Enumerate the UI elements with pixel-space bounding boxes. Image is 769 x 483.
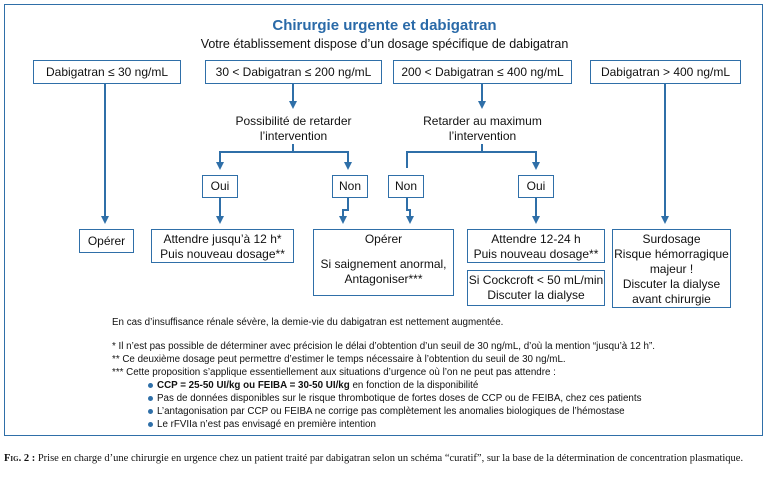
decision-retarder-maximum: Retarder au maximum l’intervention [393,114,572,144]
bullet-item: CCP = 25-50 UI/kg ou FEIBA = 30-50 UI/kg… [148,380,748,392]
outcome-attendre-12h: Attendre jusqu’à 12 h* Puis nouveau dosa… [151,229,294,263]
outcome-operer-antagoniser: Opérer Si saignement anormal, Antagonise… [313,229,454,296]
caption-label: Fig. 2 : [4,453,36,464]
choice-non-right: Non [388,175,424,198]
operer-centre-line4: Antagoniser*** [344,272,423,286]
choice-oui-right: Oui [518,175,554,198]
decision-retarder-possible: Possibilité de retarder l’intervention [205,114,382,144]
surdosage-line4: Discuter la dialyse [622,277,721,291]
surdosage-line2: Risque hémorragique [614,247,729,261]
box-dabigatran-30-200: 30 < Dabigatran ≤ 200 ng/mL [205,60,382,84]
attendre12-24-line1: Attendre 12-24 h [491,232,581,246]
arrow-non-to-operer-left [339,198,349,224]
box-dabigatran-30: Dabigatran ≤ 30 ng/mL [33,60,181,84]
bullet-dot-icon [148,395,153,401]
box-dabigatran-400: Dabigatran > 400 ng/mL [590,60,741,84]
decision-left-line2: l’intervention [259,129,328,143]
bullet-dot-icon [148,408,153,414]
cockcroft-line1: Si Cockcroft < 50 mL/min [468,273,604,287]
bullet-item: Pas de données disponibles sur le risque… [148,393,748,405]
choice-oui-left: Oui [202,175,238,198]
outcome-cockcroft-dialyse: Si Cockcroft < 50 mL/min Discuter la dia… [467,270,605,306]
arrow-non-to-operer-right [406,198,414,224]
bullet-item: Le rFVIIa n’est pas envisagé en première… [148,419,748,431]
decision-right-line1: Retarder au maximum [423,114,542,128]
choice-non-left: Non [332,175,368,198]
connector-left-decision [219,151,352,170]
outcome-attendre-12-24h: Attendre 12-24 h Puis nouveau dosage** [467,229,605,263]
operer-centre-line1: Opérer [364,232,403,246]
bullet-dot-icon [148,382,153,388]
diagram-title: Chirurgie urgente et dabigatran [272,17,497,34]
attendre12-line1: Attendre jusqu’à 12 h* [163,232,282,246]
box-dabigatran-200-400: 200 < Dabigatran ≤ 400 ng/mL [393,60,572,84]
note-star1: * Il n’est pas possible de déterminer av… [112,341,655,352]
bullet-dot-icon [148,421,153,427]
operer-centre-line2 [314,247,453,257]
outcome-surdosage: Surdosage Risque hémorragique majeur ! D… [612,229,731,308]
attendre12-line2: Puis nouveau dosage** [160,247,285,261]
cockcroft-line2: Discuter la dialyse [487,288,585,302]
note-star2: ** Ce deuxième dosage peut permettre d’e… [112,354,566,365]
figure-frame [4,4,763,436]
note-star3: *** Cette proposition s’applique essenti… [112,367,556,378]
operer-centre-line3: Si saignement anormal, [320,257,447,271]
decision-right-line2: l’intervention [448,129,517,143]
surdosage-line5: avant chirurgie [632,292,711,306]
bullet-text: Pas de données disponibles sur le risque… [157,393,642,404]
diagram-subtitle: Votre établissement dispose d’un dosage … [200,37,569,51]
decision-left-line1: Possibilité de retarder [235,114,352,128]
note-insuffisance-renale: En cas d’insuffisance rénale sévère, la … [112,317,504,328]
bullet-text: L’antagonisation par CCP ou FEIBA ne cor… [157,406,625,417]
bullet-item: L’antagonisation par CCP ou FEIBA ne cor… [148,406,748,418]
bullet-bold-text: CCP = 25-50 UI/kg ou FEIBA = 30-50 UI/kg [157,380,350,391]
surdosage-line3: majeur ! [649,262,694,276]
bullet-text: Le rFVIIa n’est pas envisagé en première… [157,419,376,430]
caption-text: Prise en charge d’une chirurgie en urgen… [35,453,744,464]
outcome-operer: Opérer [79,229,134,253]
surdosage-line1: Surdosage [642,232,701,246]
attendre12-24-line2: Puis nouveau dosage** [473,247,599,261]
bullet-text: en fonction de la disponibilité [349,380,479,391]
connector-right-decision [406,151,540,170]
figure-caption: Fig. 2 : Prise en charge d’une chirurgie… [4,452,764,465]
